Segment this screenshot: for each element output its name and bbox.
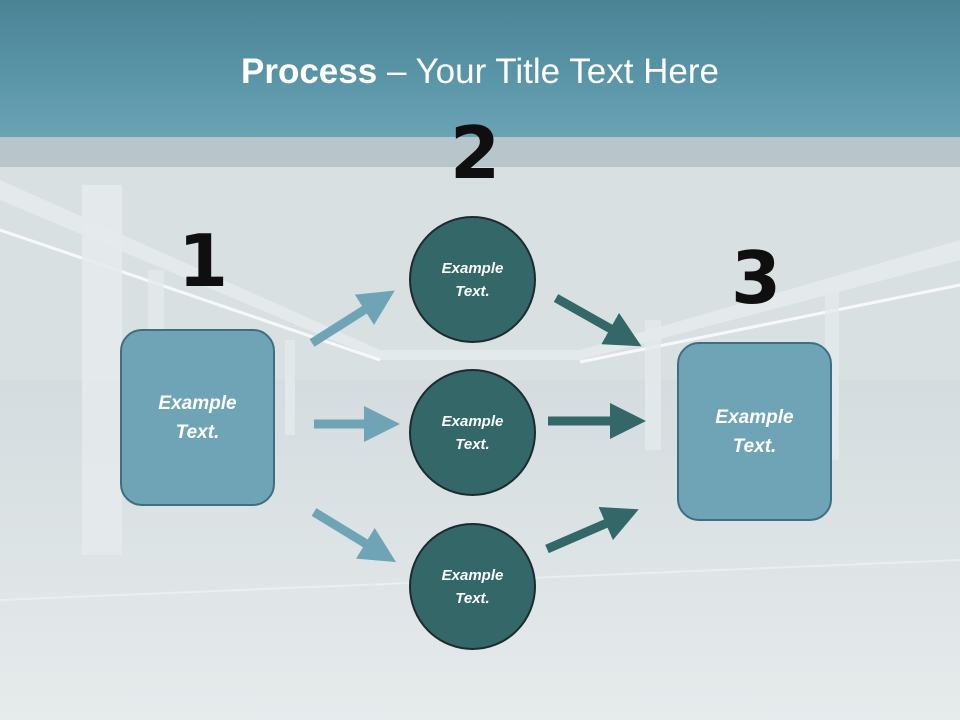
slide-title: Process – Your Title Text Here — [0, 52, 960, 92]
title-bar — [0, 0, 960, 137]
step-number-3: 3 — [731, 236, 782, 320]
step-number-2: 2 — [450, 111, 501, 195]
title-rest: – Your Title Text Here — [377, 52, 719, 91]
arrow-2-to-3-top — [553, 294, 642, 347]
title-bold: Process — [241, 52, 378, 91]
arrow-1-to-2-top — [309, 290, 395, 347]
step-number-1: 1 — [178, 219, 229, 303]
arrow-1-to-2-bottom — [311, 508, 397, 563]
arrow-2-to-3-bottom — [545, 507, 639, 554]
